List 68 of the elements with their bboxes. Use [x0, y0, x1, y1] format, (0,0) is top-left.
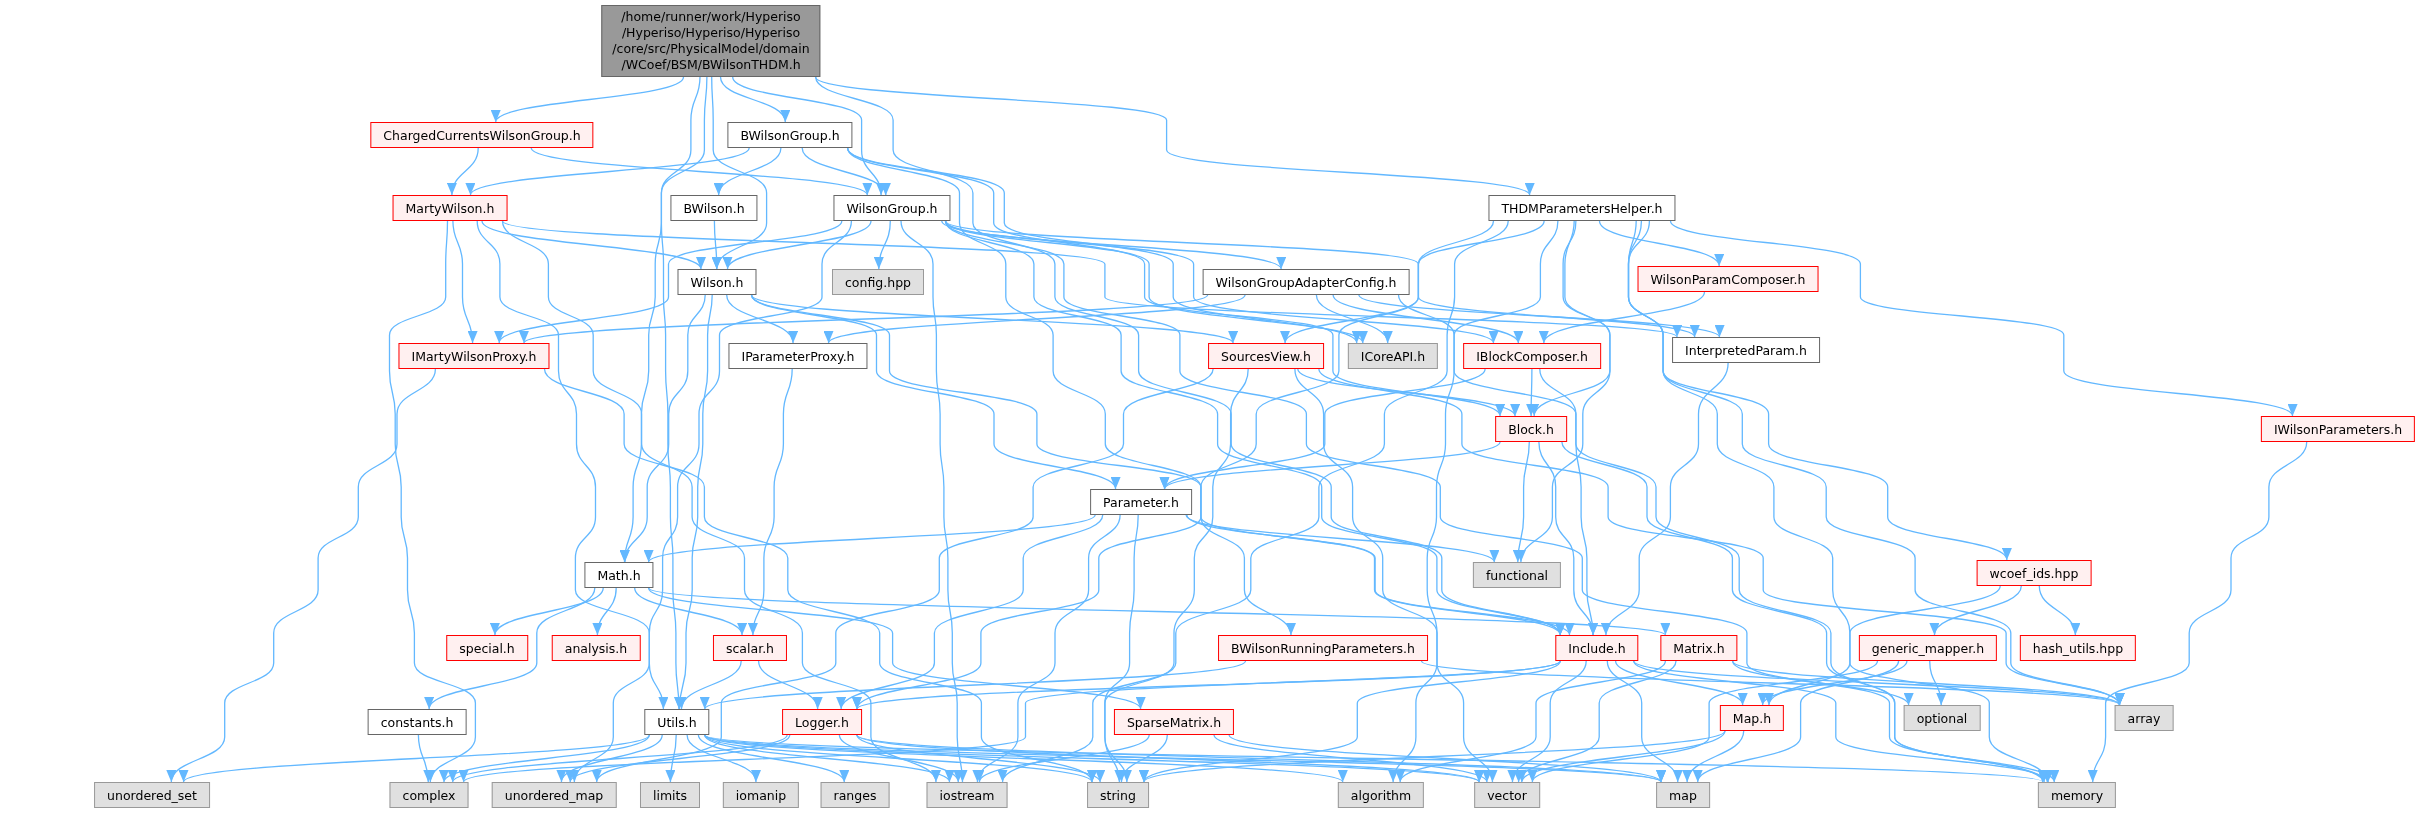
system-header-node: [640, 782, 700, 808]
file-node: [392, 195, 508, 221]
file-node: [1858, 635, 1998, 661]
system-header-node: [2114, 705, 2174, 731]
system-header-node: [2037, 782, 2117, 808]
file-node: [398, 343, 550, 369]
file-name: iostream: [939, 787, 995, 803]
file-name: wcoef_ids.hpp: [1989, 565, 2079, 581]
file-node: [1976, 560, 2092, 586]
file-node: [1218, 635, 1428, 661]
system-header-node: [1474, 782, 1540, 808]
file-name: MartyWilson.h: [405, 200, 495, 216]
file-node: [1555, 635, 1639, 661]
file-name: complex: [402, 787, 456, 803]
file-name: BWilson.h: [683, 200, 745, 216]
system-header-node: [389, 782, 469, 808]
file-name: algorithm: [1350, 787, 1412, 803]
include-arrow: [417, 734, 433, 783]
system-header-node: [491, 782, 617, 808]
file-name: array: [2127, 710, 2161, 726]
system-header-node: [1337, 782, 1425, 808]
file-name: IMartyWilsonProxy.h: [411, 348, 537, 364]
include-arrow: [452, 220, 478, 344]
file-name: /home/runner/work/Hyperiso /Hyperiso/Hyperiso/Hyperiso /core/src/PhysicalModel/domain /WCoef/BSM/BWilsonTHDM.h: [612, 9, 810, 73]
system-header-node: [820, 782, 890, 808]
include-arrow: [716, 147, 782, 196]
file-name: Include.h: [1568, 640, 1626, 656]
include-arrow: [530, 147, 869, 196]
system-header-node: [94, 782, 210, 808]
system-header-node: [1087, 782, 1149, 808]
system-header-node: [1656, 782, 1710, 808]
include-arrow: [2088, 441, 2308, 783]
file-name: generic_mapper.h: [1871, 640, 1985, 656]
file-name: BWilsonRunningParameters.h: [1231, 640, 1415, 656]
file-name: ChargedCurrentsWilsonGroup.h: [383, 127, 581, 143]
include-arrow: [168, 368, 437, 783]
file-name: constants.h: [380, 714, 454, 730]
file-node: [727, 122, 853, 148]
file-name: unordered_set: [107, 787, 197, 803]
include-arrow: [732, 76, 886, 196]
file-name: unordered_map: [504, 787, 604, 803]
file-node: [1660, 635, 1738, 661]
file-name: ranges: [833, 787, 877, 803]
file-node: [370, 122, 594, 148]
file-name: iomanip: [735, 787, 787, 803]
file-name: memory: [2050, 787, 2104, 803]
file-name: IWilsonParameters.h: [2273, 421, 2403, 437]
include-arrow: [448, 147, 479, 196]
file-node: [1488, 195, 1676, 221]
file-name: map: [1669, 787, 1697, 803]
file-name: BWilsonGroup.h: [740, 127, 840, 143]
include-arrow: [469, 147, 750, 196]
file-name: string: [1100, 787, 1136, 803]
include-arrow: [2038, 585, 2079, 636]
file-node: [367, 709, 467, 735]
include-arrow: [719, 76, 788, 123]
system-header-node: [722, 782, 800, 808]
file-name: hash_utils.hpp: [2032, 640, 2124, 656]
file-node: [2019, 635, 2137, 661]
current-file-node: [601, 5, 821, 77]
include-arrow: [388, 220, 477, 783]
file-node: [2260, 416, 2416, 442]
file-name: vector: [1487, 787, 1527, 803]
file-node: [670, 195, 758, 221]
file-name: Matrix.h: [1673, 640, 1725, 656]
system-header-node: [926, 782, 1008, 808]
file-name: limits: [653, 787, 687, 803]
file-name: THDMParametersHelper.h: [1501, 200, 1663, 216]
